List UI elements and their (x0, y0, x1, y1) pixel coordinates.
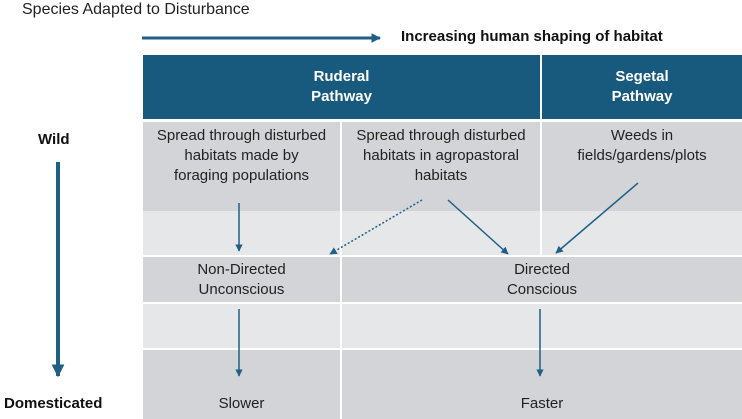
arrow-agropastoral-to-non-directed-dotted (329, 199, 423, 255)
row4-cell-2 (342, 304, 742, 348)
diagram-title: Species Adapted to Disturbance (22, 1, 250, 18)
top-axis-label: Increasing human shaping of habitat (401, 28, 663, 45)
header-segetal-pathway: Segetal Pathway (542, 55, 742, 119)
row2-cell-3 (542, 211, 742, 255)
arrow-weeds-to-directed (555, 182, 639, 254)
cell-non-directed-unconscious: Non-Directed Unconscious (143, 257, 340, 302)
header-ruderal-pathway: Ruderal Pathway (143, 55, 540, 119)
cell-slower: Slower (143, 350, 340, 419)
cell-weeds-fields: Weeds in fields/gardens/plots (542, 122, 742, 211)
cell-faster: Faster (342, 350, 742, 419)
cell-directed-conscious: Directed Conscious (342, 257, 742, 302)
cell-foraging-populations: Spread through disturbed habitats made b… (143, 122, 340, 211)
row4-cell-1 (143, 304, 340, 348)
cell-agropastoral-habitats: Spread through disturbed habitats in agr… (342, 122, 540, 211)
wild-label: Wild (38, 131, 70, 148)
arrow-agropastoral-to-directed (447, 199, 509, 255)
domesticated-label: Domesticated (4, 395, 103, 412)
